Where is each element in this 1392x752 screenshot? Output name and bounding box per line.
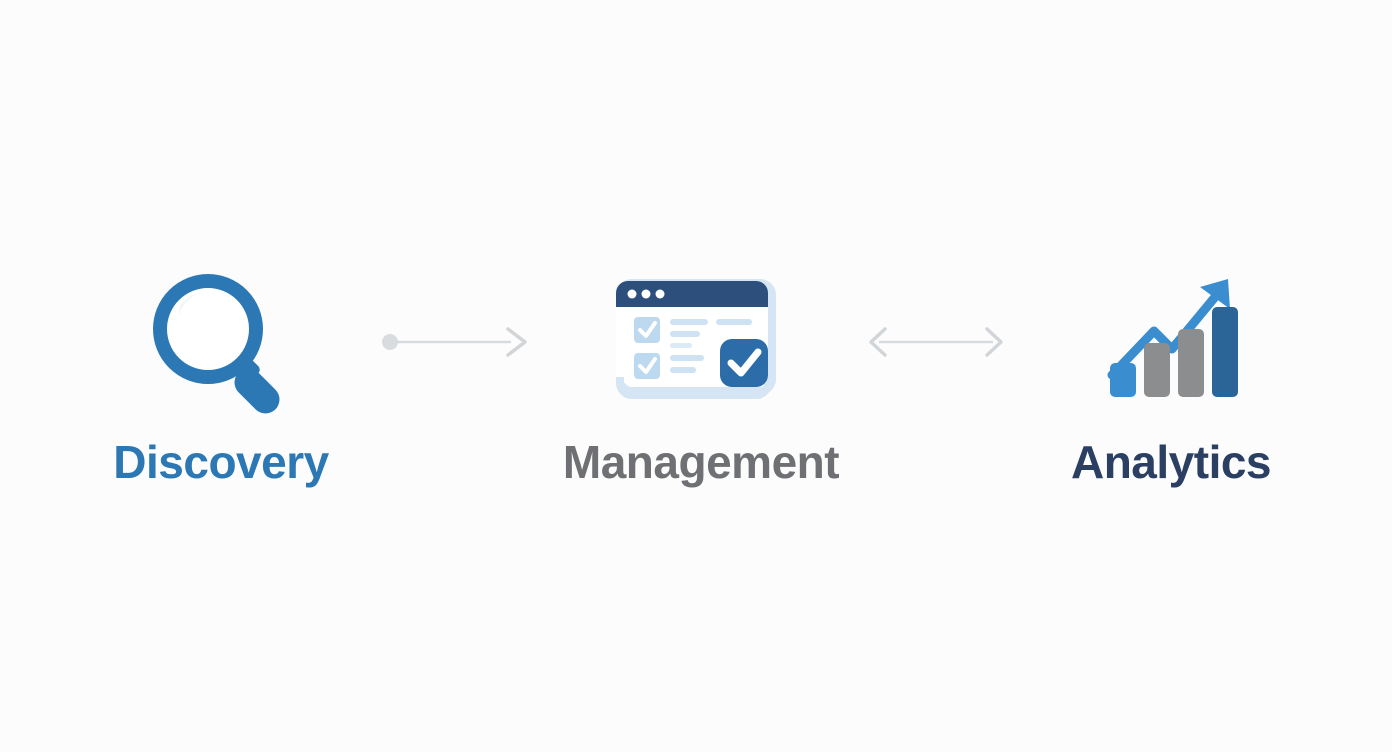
bar-1 [1110,363,1136,397]
stage-label-management: Management [562,436,840,488]
connector-end-chevron [506,327,527,357]
connector-discovery-to-management [371,322,551,362]
management-icon-wrap [614,267,789,417]
bar-3 [1178,329,1204,397]
magnifier-handle [234,368,280,414]
lens-ring [153,274,263,384]
text-line-1a [669,319,708,325]
stage-discovery[interactable]: Discovery [71,267,371,485]
text-line-1b [715,319,752,325]
stage-analytics[interactable]: Analytics [1021,267,1321,485]
discovery-icon-wrap [136,267,306,417]
analytics-icon-wrap [1096,267,1246,417]
text-line-2b [669,367,696,373]
connector-management-to-analytics [851,322,1021,362]
stage-management[interactable]: Management [551,267,851,485]
connector-start-dot [382,334,398,350]
checklist-window-icon [615,279,776,399]
magnifying-glass-icon [153,274,280,414]
window-titlebar [615,281,768,307]
text-line-1d [669,343,692,348]
window-dot-3 [655,289,664,299]
bar-chart-growth-icon [1107,279,1238,397]
checkbox-1-check [637,321,657,338]
text-line-1c [669,331,700,337]
text-line-2a [669,355,704,361]
connector2-start-chevron [869,327,887,357]
checkbox-2-check [637,357,657,374]
check-badge-check [727,348,761,377]
check-badge[interactable] [719,339,768,387]
arrow-bidirectional-icon [869,327,1003,357]
stage-label-discovery: Discovery [113,436,329,488]
arrow-forward-icon [382,327,527,357]
bar-2 [1144,343,1170,397]
checkbox-1[interactable] [633,317,660,343]
window-dot-1 [627,289,636,299]
window-frame-bottom [615,377,772,399]
stage-label-analytics: Analytics [1070,436,1272,488]
growth-arrow-head [1200,279,1230,309]
window-dot-2 [641,289,650,299]
growth-arrow-line [1107,286,1225,380]
checkbox-2[interactable] [633,353,660,379]
bar-4 [1212,307,1238,397]
connector2-end-chevron [985,327,1003,357]
